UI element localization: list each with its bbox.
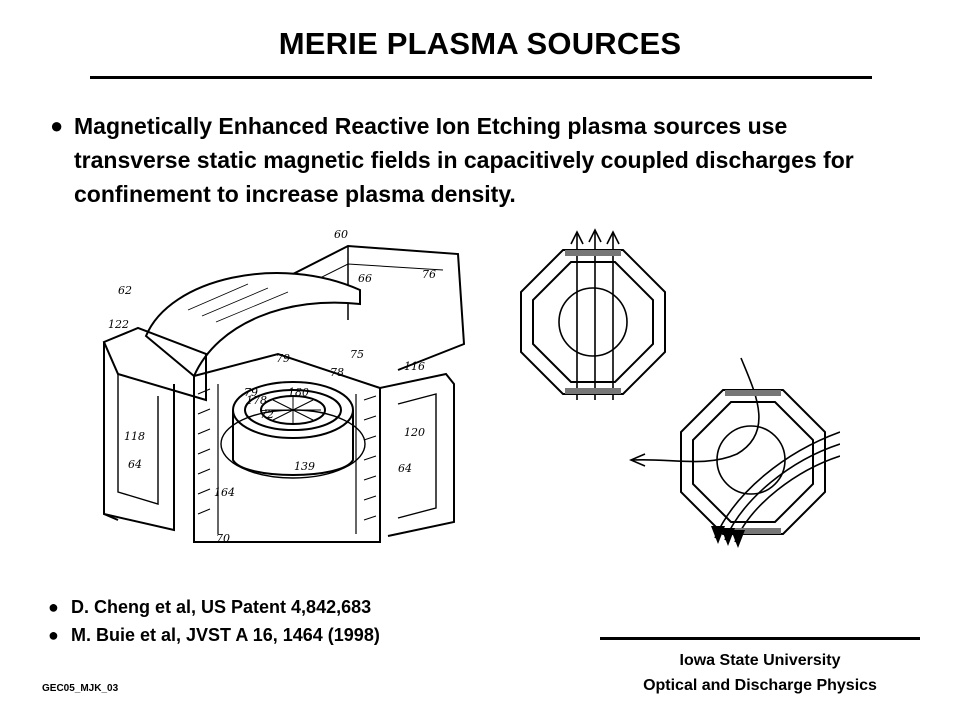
patent-label: 116: [404, 360, 425, 373]
patent-label: 78: [330, 366, 344, 379]
patent-label: 66: [358, 272, 372, 285]
page-title: MERIE PLASMA SOURCES: [278, 26, 682, 61]
main-bullet-text: Magnetically Enhanced Reactive Ion Etchi…: [74, 113, 854, 207]
reference-item: ● M. Buie et al, JVST A 16, 1464 (1998): [48, 621, 380, 649]
reference-item: ● D. Cheng et al, US Patent 4,842,683: [48, 593, 380, 621]
patent-label: 118: [124, 430, 145, 443]
magnetic-field-diagram: [515, 222, 841, 557]
patent-label: 62: [118, 284, 132, 297]
patent-drawing: 60 62 66 76 122 75 116 79 78 180 178 72 …: [98, 224, 470, 552]
reference-text: M. Buie et al, JVST A 16, 1464 (1998): [71, 625, 380, 645]
affiliation-group: Optical and Discharge Physics: [643, 677, 877, 694]
affiliation: Iowa State University Optical and Discha…: [580, 648, 940, 698]
patent-label: 72: [260, 408, 274, 421]
patent-label: 64: [398, 462, 412, 475]
patent-label: 64: [128, 458, 142, 471]
patent-label: 180: [288, 386, 309, 399]
footer-code: GEC05_MJK_03: [42, 683, 119, 694]
patent-label: 164: [214, 486, 235, 499]
title-divider: [90, 76, 872, 79]
bullet-dot-icon: ●: [48, 625, 59, 645]
patent-label: 79: [244, 386, 258, 399]
patent-label: 70: [216, 532, 230, 545]
patent-label: 60: [334, 228, 348, 241]
reference-text: D. Cheng et al, US Patent 4,842,683: [71, 597, 372, 617]
patent-label: 79: [276, 352, 290, 365]
octagon-field-diagram: [520, 228, 841, 548]
bullet-dot-icon: ●: [50, 113, 64, 138]
patent-label: 122: [108, 318, 129, 331]
affiliation-university: Iowa State University: [679, 652, 841, 669]
main-bullet: ● Magnetically Enhanced Reactive Ion Etc…: [50, 109, 870, 211]
bullet-dot-icon: ●: [48, 597, 59, 617]
merie-chamber-drawing: 60 62 66 76 122 75 116 79 78 180 178 72 …: [102, 228, 466, 545]
patent-label: 75: [350, 348, 364, 361]
affiliation-divider: [600, 637, 920, 640]
references-list: ● D. Cheng et al, US Patent 4,842,683 ● …: [48, 593, 380, 649]
patent-label: 76: [422, 268, 436, 281]
patent-label: 178: [246, 394, 267, 407]
patent-label: 120: [404, 426, 425, 439]
patent-label: 139: [294, 460, 315, 473]
